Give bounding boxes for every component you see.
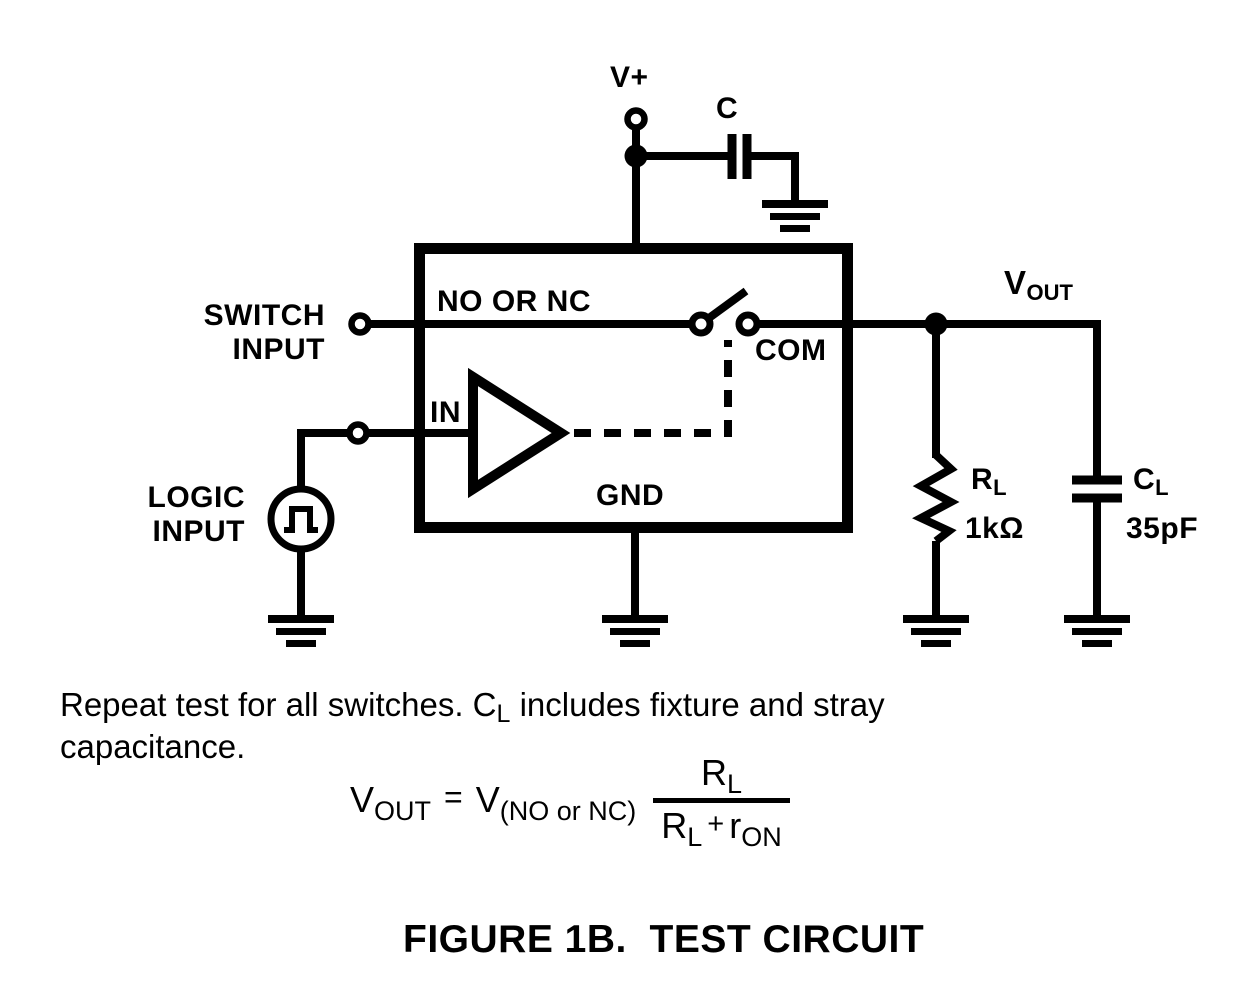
note-line-1: Repeat test for all switches. CL include… [60, 686, 885, 728]
pulse-source-circle [267, 485, 335, 553]
driver-triangle [468, 367, 571, 499]
formula-rhs-main: V [475, 778, 500, 820]
note-line1-post: includes fixture and stray [510, 686, 885, 723]
formula-equals: = [444, 779, 463, 815]
load-capacitor-branch [1064, 320, 1130, 647]
formula-rhs: V(NO or NC) [475, 778, 637, 826]
figure-caption: FIGURE 1B. TEST CIRCUIT [403, 918, 925, 961]
vplus-label: V+ [610, 61, 649, 94]
note-line1-pre: Repeat test for all switches. C [60, 686, 497, 723]
ground-symbol-logic [268, 615, 334, 647]
logic-input-label-line2: INPUT [152, 514, 245, 548]
switch-input-label-line2: INPUT [232, 332, 325, 366]
vout-formula: VOUT = V(NO or NC) RL RL+rON [350, 752, 790, 852]
vplus-branch [624, 107, 828, 249]
switch-path [348, 287, 1101, 337]
cl-label-sub: L [1155, 474, 1169, 500]
fraction-numerator: RL [693, 752, 750, 799]
fraction-den-r1-sub: L [687, 822, 703, 853]
dashed-control-line [574, 340, 732, 437]
fraction-den-r2-sub: ON [741, 822, 782, 853]
resistor-rl-zigzag [912, 452, 960, 545]
vout-label-sub: OUT [1026, 279, 1073, 305]
ground-symbol-cap-c [762, 200, 828, 232]
gnd-branch [602, 528, 668, 647]
logic-input-label-line1: LOGIC [147, 481, 245, 514]
bypass-cap-label: C [716, 92, 739, 125]
rl-value-label: 1kΩ [965, 512, 1024, 545]
no-or-nc-pin-label: NO OR NC [437, 285, 591, 318]
logic-input-branch [267, 421, 470, 647]
in-pin-label: IN [430, 396, 461, 429]
rl-label-main: R [971, 463, 994, 496]
note-line1-sub: L [496, 700, 511, 729]
switch-input-label-line1: SWITCH [203, 299, 325, 332]
junction-dot-vplus [624, 144, 648, 168]
vout-label-main: V [1004, 264, 1027, 301]
rl-label-sub: L [993, 474, 1007, 500]
formula-lhs-main: V [350, 778, 375, 820]
formula-lhs: VOUT [350, 778, 431, 826]
fraction-den-plus: + [707, 808, 725, 840]
vplus-terminal-circle [624, 107, 648, 131]
rl-label: RL [971, 463, 1007, 500]
formula-fraction: RL RL+rON [653, 752, 790, 852]
switch-pole-circle [688, 311, 714, 337]
load-resistor-branch [903, 324, 969, 647]
fraction-num-main: R [700, 752, 727, 793]
fraction-den-r1: R [661, 805, 688, 846]
pulse-waveform-icon [284, 506, 318, 533]
logic-input-terminal-circle [346, 421, 370, 445]
ground-symbol-gnd-pin [602, 615, 668, 647]
switch-lever [706, 287, 749, 322]
cl-label-main: C [1133, 463, 1156, 496]
ground-symbol-cl [1064, 615, 1130, 647]
gnd-pin-label: GND [596, 479, 665, 512]
switch-input-terminal-circle [348, 312, 372, 336]
ic-box [414, 243, 853, 533]
com-pin-label: COM [755, 334, 827, 367]
formula-lhs-sub: OUT [374, 795, 432, 826]
cl-value-label: 35pF [1126, 512, 1199, 545]
fraction-den-r2: r [729, 805, 742, 846]
fraction-bar [653, 798, 790, 803]
vout-label: VOUT [1004, 264, 1073, 305]
fraction-denominator: RL+rON [653, 805, 789, 852]
switch-com-circle [735, 311, 761, 337]
note-line-2: capacitance. [60, 728, 246, 765]
fraction-num-sub: L [726, 769, 742, 800]
formula-rhs-sub: (NO or NC) [499, 795, 637, 826]
ground-symbol-rl [903, 615, 969, 647]
cl-label: CL [1133, 463, 1169, 500]
